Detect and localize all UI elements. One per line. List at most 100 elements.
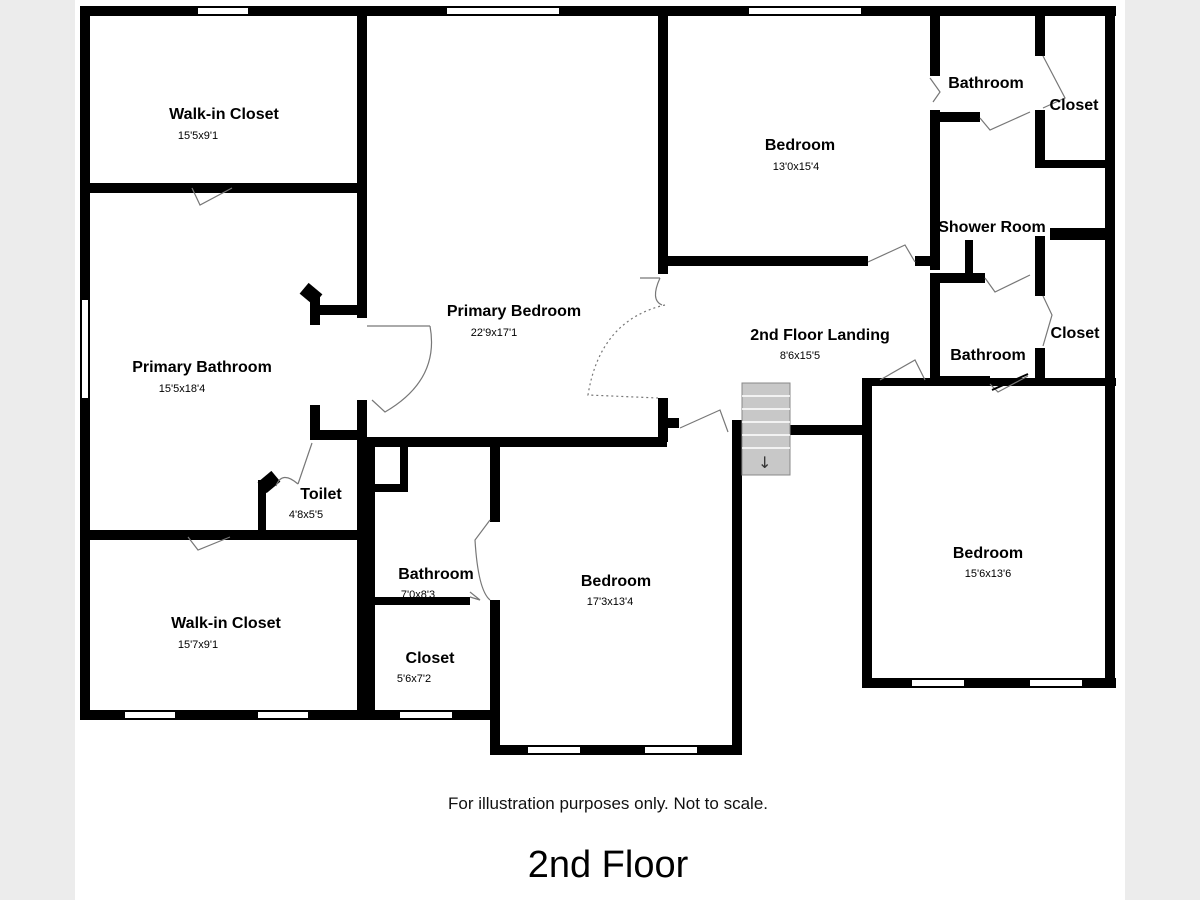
wall-small-box-right xyxy=(400,447,408,492)
wall-closet2-left xyxy=(1035,236,1045,296)
outer-wall-right-upper xyxy=(1105,6,1115,386)
window-left xyxy=(82,300,88,398)
room-name-shower-room: Shower Room xyxy=(938,219,1046,236)
room-name-toilet: Toilet xyxy=(300,486,342,503)
room-name-closet-center: Closet xyxy=(406,650,456,667)
wall-service-left-2 xyxy=(930,110,940,270)
wall-bathroom-stub-lower-v xyxy=(310,405,320,440)
wall-bath3-top-stub xyxy=(930,376,990,386)
room-name-bedroom-center: Bedroom xyxy=(581,573,651,590)
door-bedroom-center xyxy=(474,519,491,601)
door-walkin-bottom xyxy=(187,536,231,551)
wall-center-vertical-lower xyxy=(490,600,500,720)
room-dim-toilet: 4'8x5'5 xyxy=(289,509,323,521)
window-bottom-6 xyxy=(912,680,964,686)
wall-closet1-left xyxy=(1035,16,1045,56)
door-shower xyxy=(984,274,1031,293)
wall-bedroom-top-bottom xyxy=(658,256,868,266)
windows xyxy=(82,8,1082,753)
room-name-bathroom-center: Bathroom xyxy=(398,566,474,583)
room-dim-closet-center: 5'6x7'2 xyxy=(397,673,431,685)
page-background xyxy=(75,0,1125,900)
window-bottom-5 xyxy=(645,747,697,753)
door-bedroom-right xyxy=(879,359,926,381)
wall-closet2-left-lower xyxy=(1035,348,1045,383)
door-bath3-leaf xyxy=(991,373,1029,391)
door-bedroom-top xyxy=(867,244,916,263)
door-bath1-bottom xyxy=(979,111,1031,131)
wall-bedroom-right-left xyxy=(862,380,872,688)
wall-walkin-top-bottom xyxy=(80,183,365,193)
wall-small-box-bottom xyxy=(367,484,408,492)
wall-service-left xyxy=(930,16,940,76)
wall-bedroom-center-left-lower xyxy=(490,710,500,755)
window-bottom-1 xyxy=(125,712,175,718)
room-name-walkin-top: Walk-in Closet xyxy=(169,106,279,123)
room-dim-bedroom-top: 13'0x15'4 xyxy=(773,161,819,173)
door-primary-bath xyxy=(367,325,433,413)
room-name-closet-top-right: Closet xyxy=(1050,97,1100,114)
room-name-walkin-bottom: Walk-in Closet xyxy=(171,615,281,632)
room-name-closet-mid-right: Closet xyxy=(1051,325,1101,342)
wall-bathroom-bottom xyxy=(80,530,367,540)
wall-shower-top-right xyxy=(1050,228,1115,240)
wall-bath-closet-divider xyxy=(367,597,470,605)
doors xyxy=(187,55,1066,601)
wall-primary-bedroom-right-lower xyxy=(658,398,668,442)
wall-primary-bedroom-right xyxy=(658,16,668,274)
wall-closet1-left-lower xyxy=(1035,110,1045,165)
room-dim-bedroom-center: 17'3x13'4 xyxy=(587,596,633,608)
small-box-inner xyxy=(375,455,400,484)
wall-left-column-right-upper xyxy=(357,6,367,318)
door-walkin-top xyxy=(191,187,233,206)
window-bottom-7 xyxy=(1030,680,1082,686)
room-name-primary-bathroom: Primary Bathroom xyxy=(132,359,272,376)
wall-bedroom-right-bottom xyxy=(862,678,1116,688)
corner-blocks xyxy=(257,282,400,494)
wall-landing-notch xyxy=(665,418,679,428)
wall-bathroom-stub-lower xyxy=(310,430,365,440)
room-name-primary-bedroom: Primary Bedroom xyxy=(447,303,581,320)
wall-bedroom-top-bottom-right xyxy=(915,256,940,266)
door-landing-bedroom-center xyxy=(679,409,729,433)
wall-primary-bedroom-bottom xyxy=(357,437,667,447)
window-bottom-4 xyxy=(528,747,580,753)
wall-bedroom-center-right xyxy=(732,420,742,755)
wall-toilet-left xyxy=(258,480,266,535)
room-name-bedroom-right: Bedroom xyxy=(953,545,1023,562)
stairs-down-arrow: ↓ xyxy=(758,453,771,472)
wall-shower-stub xyxy=(965,240,973,280)
door-bedroom-primary xyxy=(640,277,663,306)
wall-service-bath1-bottom xyxy=(930,112,980,122)
window-bottom-2 xyxy=(258,712,308,718)
window-top-2 xyxy=(447,8,559,14)
stairs: ↓ xyxy=(741,382,791,476)
room-dim-primary-bedroom: 22'9x17'1 xyxy=(471,327,517,339)
wall-left-column-right-lower xyxy=(357,400,367,715)
room-name-bathroom-mid-right: Bathroom xyxy=(950,347,1026,364)
room-dim-walkin-bottom: 15'7x9'1 xyxy=(178,639,218,651)
wall-service-left-3 xyxy=(930,280,940,380)
window-top-1 xyxy=(198,8,248,14)
wall-bedroom-right-right xyxy=(1105,380,1115,688)
outer-wall-bottom-center xyxy=(490,745,742,755)
wall-center-left xyxy=(367,447,375,712)
room-name-landing: 2nd Floor Landing xyxy=(750,327,890,344)
wall-bathroom-stub-upper xyxy=(310,305,365,315)
wall-closet1-bottom xyxy=(1035,160,1115,168)
door-toilet xyxy=(275,442,313,487)
room-dim-primary-bathroom: 15'5x18'4 xyxy=(159,383,205,395)
wall-stair-right xyxy=(790,425,870,435)
door-closet1 xyxy=(1042,55,1066,109)
stairs-body xyxy=(741,382,791,476)
wall-center-vertical-mid xyxy=(490,447,500,522)
window-bottom-3 xyxy=(400,712,452,718)
door-bath-center xyxy=(469,591,481,601)
room-dim-landing: 8'6x15'5 xyxy=(780,350,820,362)
room-labels: Walk-in Closet 15'5x9'1 Primary Bathroom… xyxy=(132,75,1100,685)
door-bath1 xyxy=(929,77,941,103)
window-top-3 xyxy=(749,8,861,14)
wall-bathroom-stub-upper-v xyxy=(310,295,320,325)
outer-wall-top xyxy=(80,6,1116,16)
